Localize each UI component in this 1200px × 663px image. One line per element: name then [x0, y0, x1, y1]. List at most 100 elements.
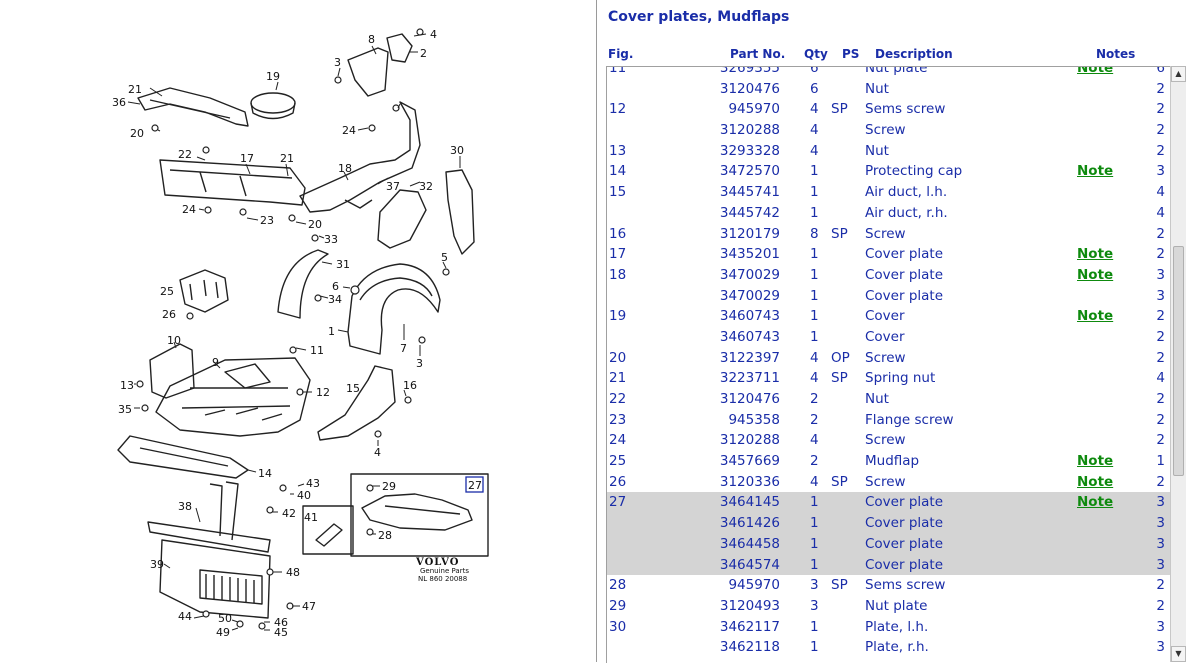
cell-fig: 11: [609, 66, 627, 76]
cell-ps: OP: [831, 349, 850, 366]
brand-logo-text: VOLVO: [415, 557, 459, 568]
cell-qty: 4: [810, 349, 819, 366]
cell-extra: 2: [1156, 473, 1165, 490]
callout-7: 7: [400, 342, 407, 355]
cell-description: Air duct, l.h.: [865, 184, 948, 201]
diagram-drawing: 21 36 20 19 8 4 2 3 24 22 17 21 18 30 37…: [112, 28, 489, 639]
part-8-shape: [347, 47, 389, 97]
col-header-ps[interactable]: PS: [842, 47, 860, 61]
cell-fig: 12: [609, 101, 627, 118]
col-header-qty[interactable]: Qty: [804, 47, 828, 61]
note-link[interactable]: Note: [1077, 453, 1114, 470]
vertical-scrollbar[interactable]: ▲ ▼: [1170, 66, 1186, 662]
scrollbar-thumb[interactable]: [1173, 246, 1184, 476]
cell-part-no: 3445741: [719, 184, 780, 201]
part-36-shape: [137, 87, 249, 127]
callout-33: 33: [324, 233, 338, 246]
cell-fig: 27: [609, 494, 627, 511]
cell-part-no: 3464458: [719, 535, 780, 552]
cell-qty: 1: [810, 163, 819, 180]
note-link[interactable]: Note: [1077, 246, 1114, 263]
cell-description: Screw: [865, 225, 906, 242]
cell-qty: 2: [810, 391, 819, 407]
part-27-shape: [361, 493, 473, 531]
cell-description: Sems screw: [865, 577, 946, 594]
callout-18: 18: [338, 162, 352, 175]
cell-qty: 1: [810, 308, 819, 325]
cell-qty: 1: [810, 266, 819, 283]
cell-description: Nut plate: [865, 597, 928, 614]
cell-qty: 6: [810, 80, 819, 97]
arrow-down-icon: ▼: [1175, 649, 1182, 658]
cell-description: Cover plate: [865, 515, 944, 532]
cell-qty: 8: [810, 225, 819, 242]
col-header-notes[interactable]: Notes: [1096, 47, 1136, 61]
cell-qty: 3: [810, 597, 819, 614]
note-link[interactable]: Note: [1077, 473, 1114, 490]
scroll-down-button[interactable]: ▼: [1171, 646, 1186, 662]
note-link[interactable]: Note: [1077, 308, 1114, 325]
callout-45: 45: [274, 626, 288, 639]
cell-qty: 1: [810, 184, 819, 201]
cell-description: Mudflap: [865, 453, 920, 470]
col-header-description[interactable]: Description: [875, 47, 953, 61]
cell-qty: 1: [810, 535, 819, 552]
cell-extra: 3: [1156, 535, 1165, 552]
cell-description: Nut: [865, 391, 889, 407]
cell-extra: 2: [1156, 225, 1165, 242]
note-link[interactable]: Note: [1077, 494, 1114, 511]
cell-extra: 2: [1156, 411, 1165, 428]
cell-qty: 3: [810, 577, 819, 594]
cell-extra: 3: [1156, 515, 1165, 532]
note-link[interactable]: Note: [1077, 266, 1114, 283]
cell-extra: 3: [1156, 266, 1165, 283]
callout-3a: 3: [334, 56, 341, 69]
cell-extra: 2: [1156, 597, 1165, 614]
cell-fig: 19: [609, 308, 627, 325]
cell-description: Plate, l.h.: [865, 618, 929, 635]
callout-20b: 20: [308, 218, 322, 231]
cell-fig: 18: [609, 266, 627, 283]
col-header-part-no[interactable]: Part No.: [730, 47, 786, 61]
note-link[interactable]: Note: [1077, 163, 1114, 180]
callout-6: 6: [332, 280, 339, 293]
scroll-up-button[interactable]: ▲: [1171, 66, 1186, 82]
cell-fig: 26: [609, 473, 627, 490]
cell-qty: 1: [810, 556, 819, 573]
col-header-fig[interactable]: Fig.: [608, 47, 634, 61]
cell-extra: 4: [1156, 204, 1165, 221]
callout-1: 1: [328, 325, 335, 338]
note-link[interactable]: Note: [1077, 66, 1114, 76]
cell-part-no: 3223711: [719, 370, 780, 387]
